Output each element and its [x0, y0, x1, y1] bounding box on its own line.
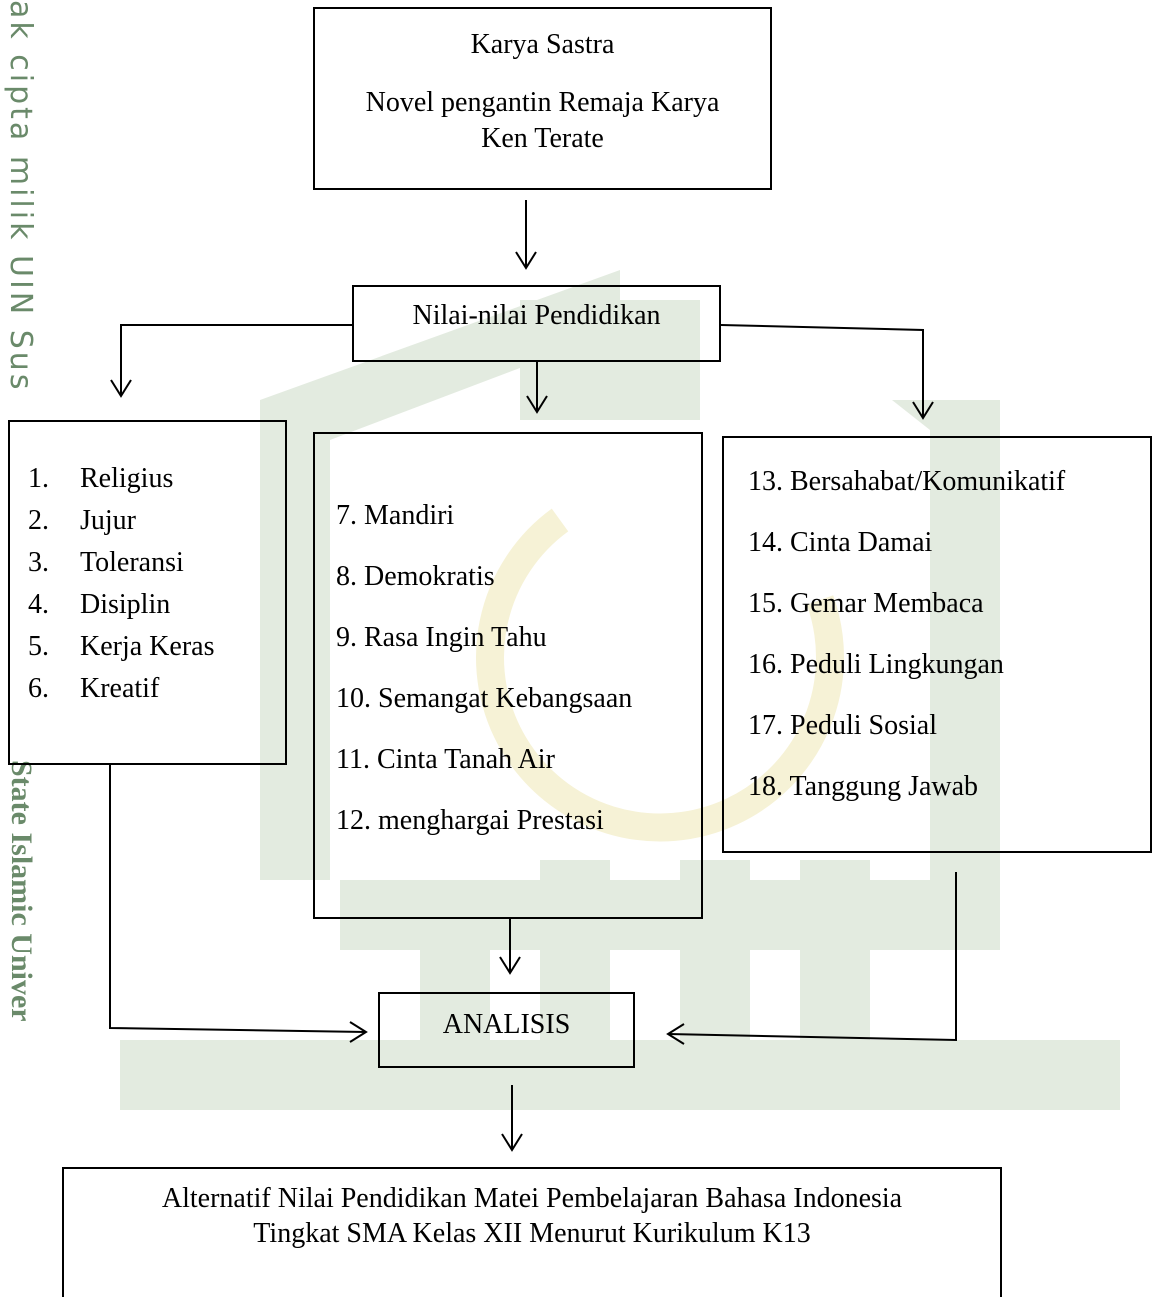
value-item: 18. Tanggung Jawab	[748, 771, 979, 802]
analysis-box: ANALISIS	[378, 992, 635, 1068]
value-item-label: Disiplin	[80, 589, 171, 620]
value-group-middle: 7. Mandiri 8. Demokratis 9. Rasa Ingin Tah…	[313, 432, 703, 919]
source-line-3: Ken Terate	[481, 123, 604, 154]
result-line-1: Alternatif Nilai Pendidikan Matei Pembel…	[161, 1183, 903, 1214]
result-box: Alternatif Nilai Pendidikan Matei Pembel…	[62, 1167, 1002, 1297]
source-box: Karya Sastra Novel pengantin Remaja Kary…	[313, 7, 772, 190]
arrowhead	[912, 401, 934, 420]
side-watermark-text-top: ak cipta milik UIN Sus	[3, 0, 38, 393]
arrowhead	[110, 379, 132, 398]
value-item-label: Jujur	[80, 505, 136, 536]
arrowhead	[515, 251, 537, 270]
value-item-label: Kreatif	[80, 673, 160, 704]
value-item: 1. Religius	[28, 458, 214, 500]
value-item-number: 5.	[28, 631, 49, 662]
value-item: 17. Peduli Sosial	[748, 710, 938, 741]
source-title: Karya Sastra	[470, 29, 615, 60]
value-item-number: 2.	[28, 505, 49, 536]
value-item: 9. Rasa Ingin Tahu	[336, 622, 547, 653]
value-group-right: 13. Bersahabat/Komunikatif 14. Cinta Dama…	[722, 436, 1152, 853]
value-item: 6. Kreatif	[28, 668, 214, 710]
value-item: 3. Toleransi	[28, 542, 214, 584]
value-item: 2. Jujur	[28, 500, 214, 542]
value-item: 12. menghargai Prestasi	[336, 805, 604, 836]
value-group-left: 1. Religius 2. Jujur 3. Toleransi 4. Disiplin 5.…	[8, 420, 287, 765]
value-item: 15. Gemar Membaca	[748, 588, 984, 619]
value-item: 4. Disiplin	[28, 584, 214, 626]
value-list-left: 1. Religius 2. Jujur 3. Toleransi 4. Disiplin 5.…	[28, 458, 214, 710]
value-item: 16. Peduli Lingkungan	[748, 649, 1004, 680]
connector-to-right-group	[720, 324, 924, 418]
value-item-label: Toleransi	[80, 547, 184, 578]
side-watermark-text-bottom: State Islamic Univer	[5, 760, 38, 1022]
result-line-2: Tingkat SMA Kelas XII Menurut Kurikulum …	[253, 1218, 811, 1249]
connector-right-to-analysis	[667, 872, 957, 1042]
value-list-right: 13. Bersahabat/Komunikatif 14. Cinta Dama…	[748, 464, 1065, 830]
arrowhead	[499, 956, 521, 975]
value-item: 7. Mandiri	[336, 500, 455, 531]
value-item-number: 3.	[28, 547, 49, 578]
watermark-crescent	[476, 508, 844, 842]
connector-to-left-group	[120, 324, 352, 396]
values-header-box: Nilai-nilai Pendidikan	[352, 285, 721, 362]
value-item-label: Kerja Keras	[80, 631, 215, 662]
source-line-2: Novel pengantin Remaja Karya	[365, 87, 720, 118]
connector-left-to-analysis	[109, 765, 367, 1033]
arrowhead	[666, 1023, 685, 1045]
value-item: 10. Semangat Kebangsaan	[336, 683, 633, 714]
value-item: 14. Cinta Damai	[748, 527, 933, 558]
arrowhead	[349, 1021, 368, 1043]
value-item-number: 1.	[28, 463, 49, 494]
value-item: 8. Demokratis	[336, 561, 495, 592]
value-list-middle: 7. Mandiri 8. Demokratis 9. Rasa Ingin Tah…	[336, 498, 632, 864]
value-item: 11. Cinta Tanah Air	[336, 744, 555, 775]
arrowhead	[526, 395, 548, 414]
values-header-label: Nilai-nilai Pendidikan	[412, 300, 661, 331]
value-item-number: 4.	[28, 589, 49, 620]
arrowhead	[501, 1133, 523, 1152]
watermark-shapes	[120, 270, 1120, 1110]
analysis-label: ANALISIS	[442, 1009, 571, 1040]
value-item-number: 6.	[28, 673, 49, 704]
value-item: 13. Bersahabat/Komunikatif	[748, 466, 1066, 497]
value-item: 5. Kerja Keras	[28, 626, 214, 668]
value-item-label: Religius	[80, 463, 174, 494]
